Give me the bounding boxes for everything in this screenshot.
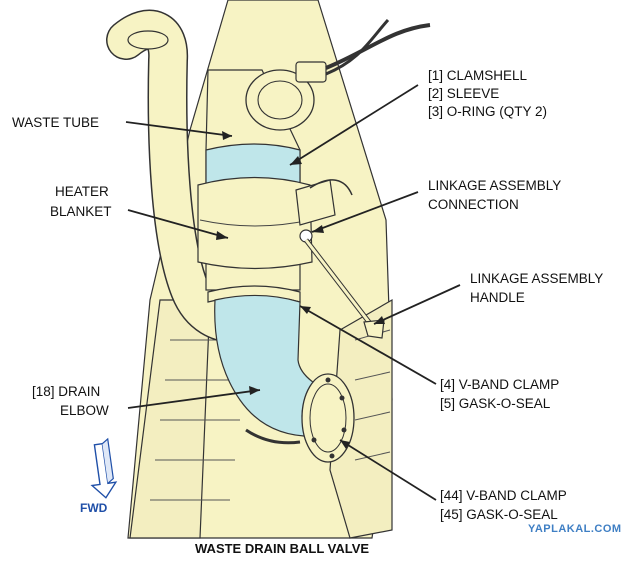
diagram-title: WASTE DRAIN BALL VALVE: [195, 541, 369, 556]
watermark: YAPLAKAL.COM: [528, 523, 622, 535]
leader-clamshell: [289, 84, 419, 166]
label-linkage-handle-2: HANDLE: [470, 290, 525, 305]
actuator: [245, 61, 327, 131]
arrowhead-heater: [216, 231, 228, 240]
arrowhead-linkage-conn: [312, 225, 324, 233]
label-heater-blanket-1: HEATER: [55, 184, 109, 199]
label-linkage-connection-2: CONNECTION: [428, 197, 519, 212]
label-linkage-connection-1: LINKAGE ASSEMBLY: [428, 178, 561, 193]
leader-vband-lower: [339, 439, 437, 501]
arrowhead-drain-elbow: [249, 386, 260, 395]
fwd-arrow-icon: [90, 437, 118, 499]
label-gasko-lower-2: [45] GASK-O-SEAL: [440, 507, 558, 522]
lower-flange: [301, 373, 355, 463]
heater-blanket-seam: [199, 219, 311, 227]
label-heater-blanket-2: BLANKET: [50, 204, 112, 219]
arrowhead-vband-lower: [340, 440, 350, 449]
leader-heater-blanket: [127, 209, 229, 239]
label-vband-upper-1: [4] V-BAND CLAMP: [440, 377, 559, 392]
arrowhead-vband-upper: [300, 306, 311, 314]
arrowhead-clamshell: [290, 156, 302, 165]
leader-waste-tube: [125, 121, 233, 137]
label-waste-tube: WASTE TUBE: [12, 115, 99, 130]
leader-drain-elbow: [127, 389, 261, 409]
fwd-label: FWD: [80, 501, 108, 515]
label-sleeve: [2] SLEEVE: [428, 86, 499, 101]
leader-linkage-handle: [373, 284, 461, 325]
label-vband-lower-1: [44] V-BAND CLAMP: [440, 488, 567, 503]
leader-linkage-connection: [311, 191, 419, 233]
label-gasko-upper-2: [5] GASK-O-SEAL: [440, 396, 551, 411]
leader-lines: [125, 84, 461, 501]
label-drain-elbow-1: [18] DRAIN: [32, 384, 100, 399]
cable-1: [325, 23, 431, 70]
label-oring: [3] O-RING (QTY 2): [428, 104, 547, 119]
label-clamshell: [1] CLAMSHELL: [428, 68, 528, 83]
cable-2: [325, 18, 390, 76]
linkage-connection-bracket: [295, 179, 353, 243]
arrowhead-linkage-handle: [374, 316, 385, 324]
label-drain-elbow-2: ELBOW: [60, 403, 109, 418]
leader-vband-upper: [299, 305, 437, 385]
heater-blanket: [197, 176, 313, 270]
waste-tube-end: [127, 30, 169, 50]
arrowhead-waste-tube: [222, 131, 232, 140]
lower-vband-clamp: [245, 428, 301, 445]
label-linkage-handle-1: LINKAGE ASSEMBLY: [470, 271, 603, 286]
